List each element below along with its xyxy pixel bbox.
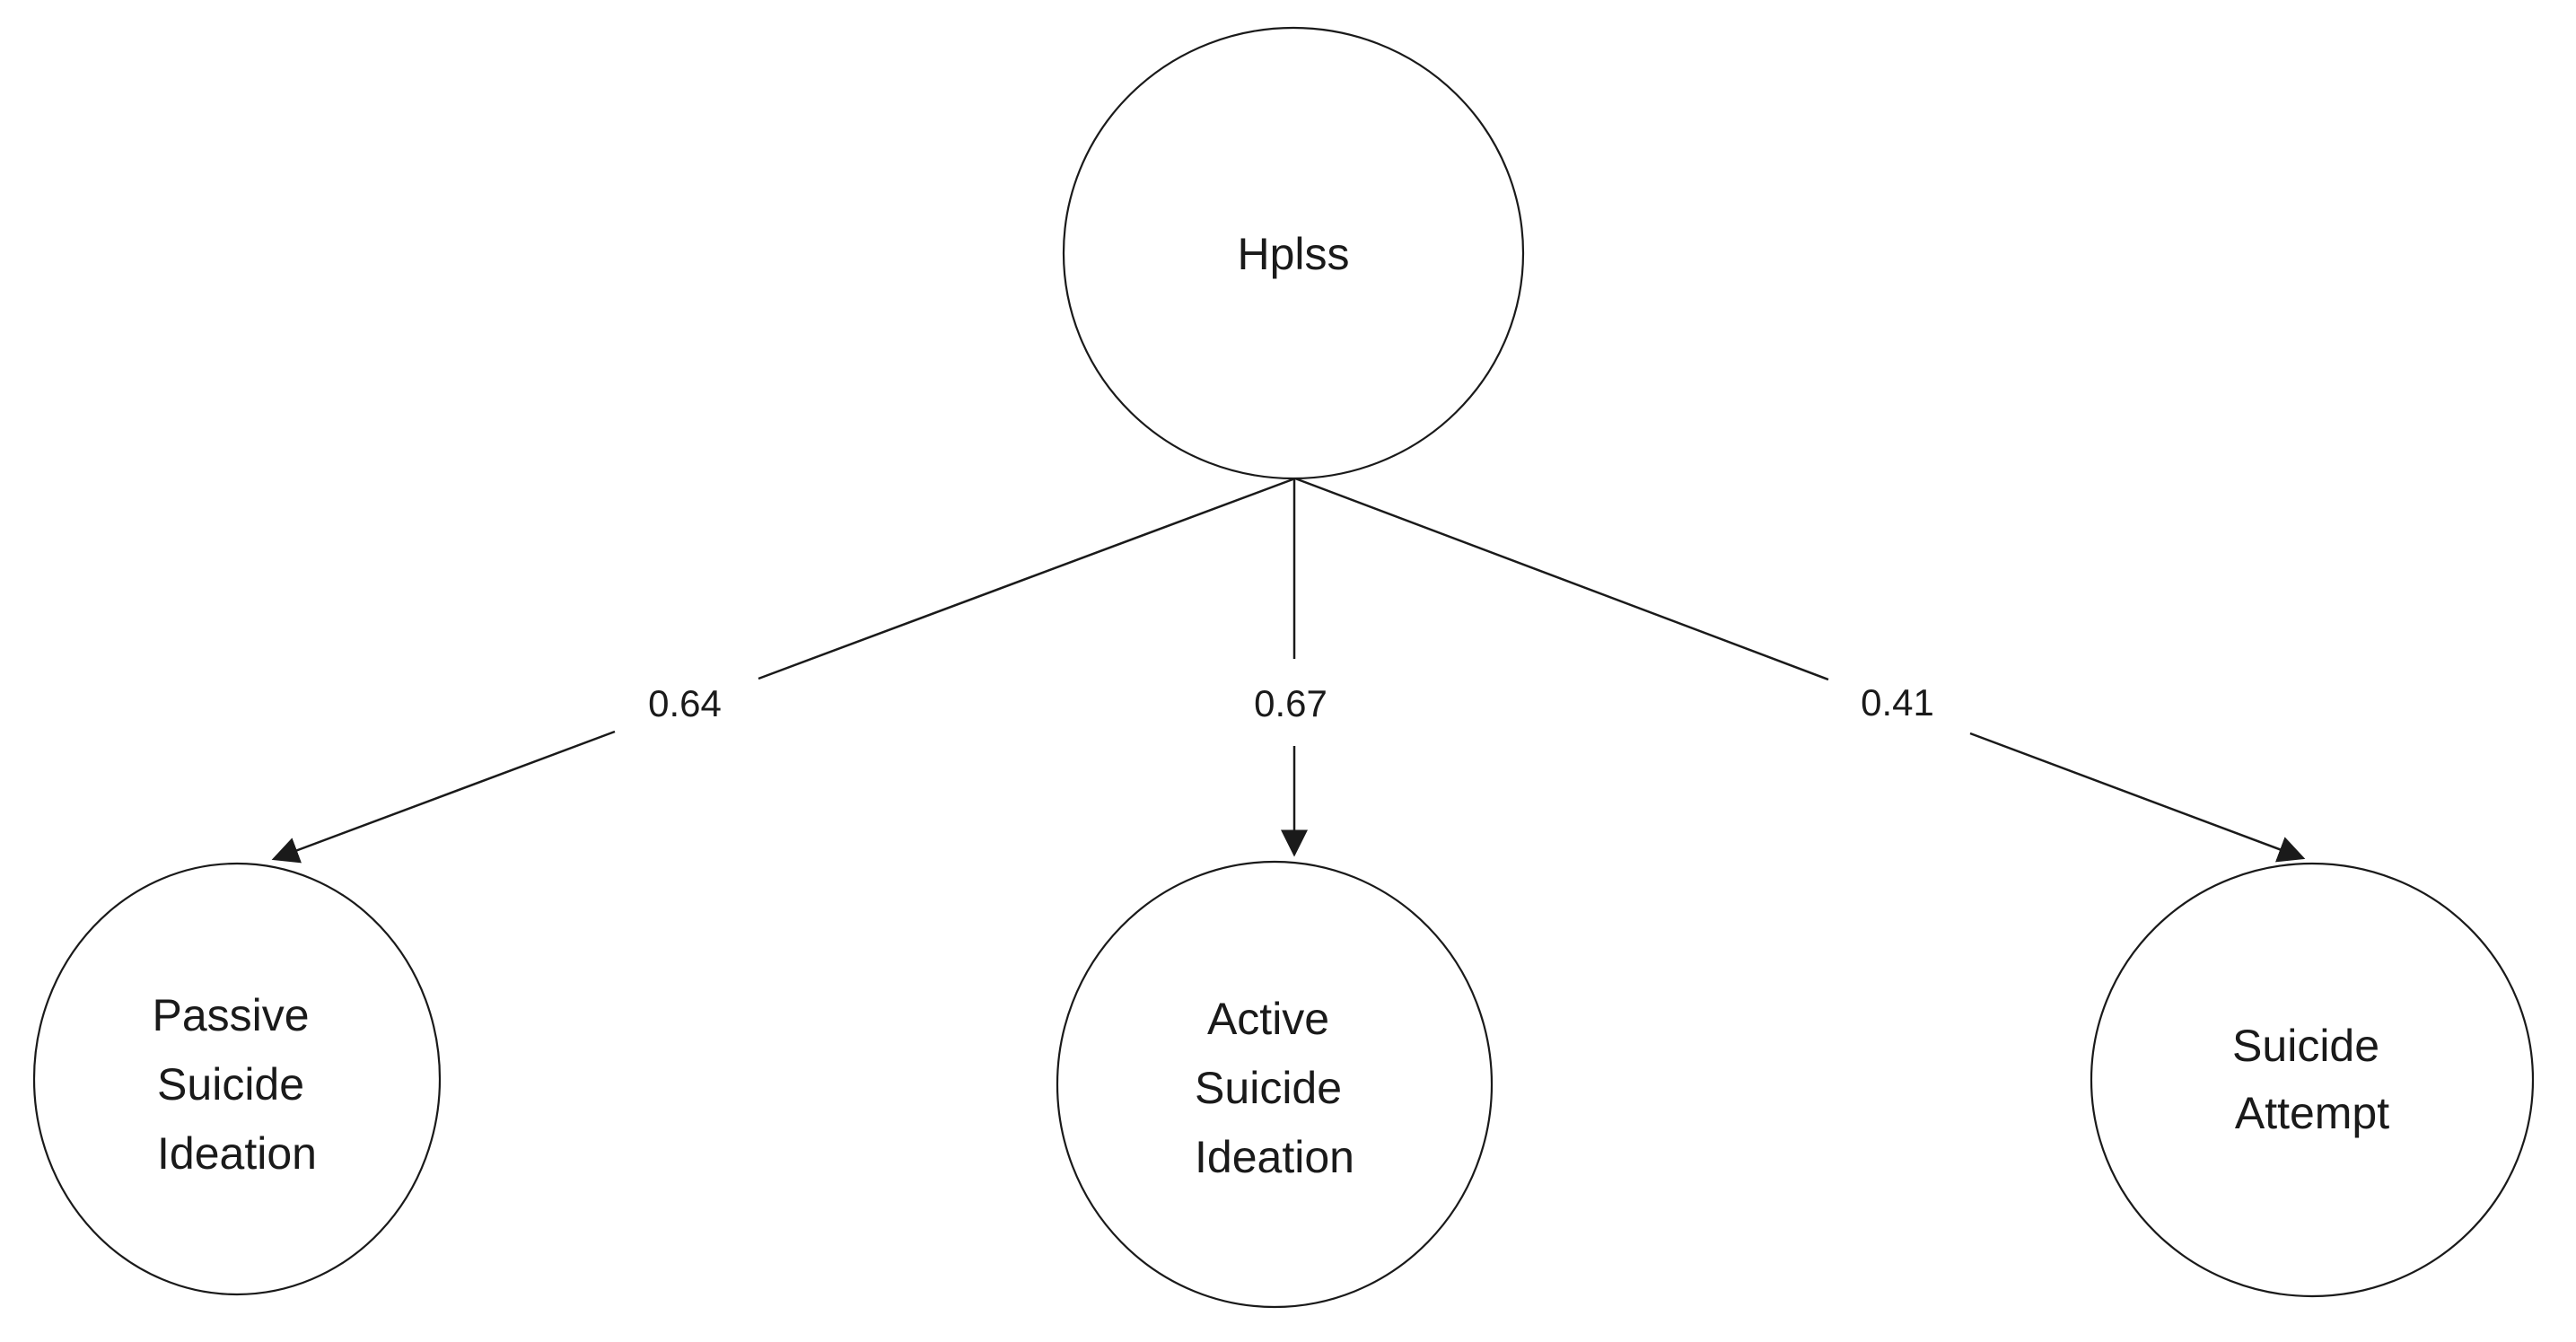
node-active-label-line3: Ideation xyxy=(1195,1132,1354,1182)
node-passive-suicide-ideation: Passive Suicide Ideation xyxy=(32,862,442,1296)
edge-hplss-attempt: 0.41 xyxy=(1294,477,2306,863)
node-suicide-attempt-circle xyxy=(2090,862,2535,1298)
node-active-suicide-ideation-circle xyxy=(1056,860,1494,1309)
node-hplss-circle xyxy=(1062,26,1525,480)
node-suicide-attempt: Suicide Attempt xyxy=(2090,862,2535,1298)
node-active-label-line1: Active xyxy=(1207,994,1329,1044)
node-passive-label-line1: Passive xyxy=(153,990,310,1040)
edge-hplss-active: 0.67 xyxy=(1254,478,1327,857)
node-passive-suicide-ideation-circle xyxy=(32,862,442,1296)
edge-hplss-attempt-coefficient: 0.41 xyxy=(1861,681,1934,724)
node-hplss-label: Hplss xyxy=(1237,229,1349,279)
node-suicide-attempt-label: Suicide Attempt xyxy=(2232,1021,2392,1138)
edge-hplss-active-coefficient: 0.67 xyxy=(1254,682,1327,724)
node-passive-label-line3: Ideation xyxy=(157,1128,317,1179)
node-hplss: Hplss xyxy=(1062,26,1525,480)
node-active-label-line2: Suicide xyxy=(1195,1063,1342,1113)
edge-hplss-passive-line-upper xyxy=(758,477,1296,680)
edge-hplss-passive: 0.64 xyxy=(271,477,1296,864)
node-attempt-label-line2: Attempt xyxy=(2235,1088,2389,1138)
node-passive-suicide-ideation-label: Passive Suicide Ideation xyxy=(153,990,322,1179)
node-passive-label-line2: Suicide xyxy=(157,1059,304,1110)
node-active-suicide-ideation-label: Active Suicide Ideation xyxy=(1195,994,1354,1182)
edge-hplss-passive-coefficient: 0.64 xyxy=(648,682,722,724)
edge-hplss-attempt-line-upper xyxy=(1294,477,1829,681)
node-attempt-label-line1: Suicide xyxy=(2232,1021,2379,1071)
edge-hplss-passive-line-lower xyxy=(271,730,616,864)
edge-hplss-attempt-line-lower xyxy=(1969,732,2306,863)
node-active-suicide-ideation: Active Suicide Ideation xyxy=(1056,860,1494,1309)
